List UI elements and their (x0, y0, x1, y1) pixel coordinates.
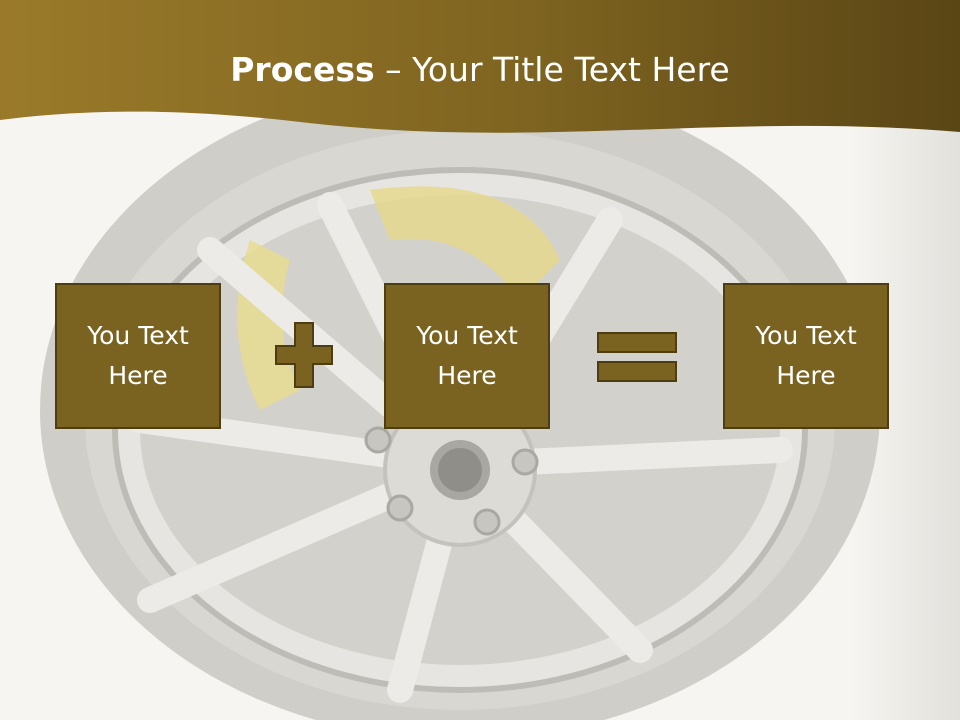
equals-icon (597, 332, 677, 382)
title-rest: Your Title Text Here (412, 50, 730, 89)
process-box-text: You Text Here (416, 321, 518, 390)
title-separator: – (374, 50, 413, 89)
slide-title: Process – Your Title Text Here (0, 50, 960, 89)
process-box-2[interactable]: You Text Here (384, 283, 550, 429)
process-box-3[interactable]: You Text Here (723, 283, 889, 429)
process-box-text: You Text Here (87, 321, 189, 390)
title-banner (0, 0, 960, 133)
process-box-1[interactable]: You Text Here (55, 283, 221, 429)
process-box-text: You Text Here (755, 321, 857, 390)
plus-icon (275, 322, 333, 388)
title-bold: Process (230, 50, 375, 89)
